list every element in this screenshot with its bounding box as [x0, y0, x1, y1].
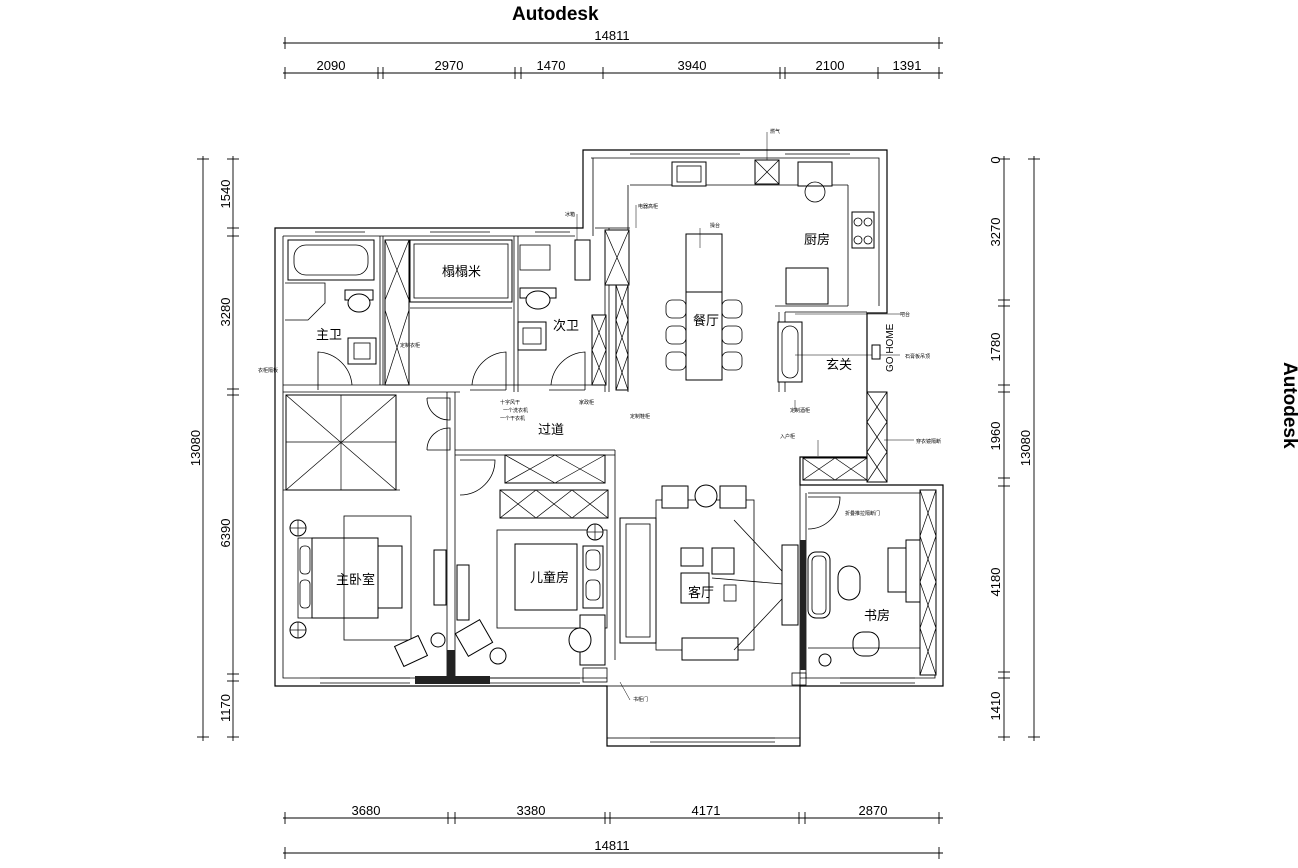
note-fridge: 冰箱: [565, 211, 575, 218]
dim-top-seg-6: 1391: [893, 58, 922, 73]
doors: [317, 351, 841, 530]
room-kitchen: 厨房: [804, 232, 830, 248]
dim-right-seg-1: 0: [988, 156, 1003, 163]
room-study: 书房: [864, 608, 890, 624]
note-wardrobe-shelf: 衣柜隔板: [258, 367, 278, 374]
note-folding-door: 折叠推拉隔断门: [845, 510, 880, 517]
note-dryer: 一个干衣机: [500, 415, 525, 422]
dim-right-seg-2: 3270: [988, 218, 1003, 247]
note-appliance-cabinet: 电器高柜: [638, 203, 658, 210]
room-dining: 餐厅: [693, 313, 719, 329]
dim-left-seg-2: 3280: [218, 298, 233, 327]
dim-left-seg-3: 6390: [218, 519, 233, 548]
dim-bottom-total: 14811: [594, 838, 629, 853]
dimension-lines: [197, 37, 1040, 859]
dim-top-seg-5: 2100: [816, 58, 845, 73]
dim-top-seg-2: 2970: [435, 58, 464, 73]
dim-top-seg-4: 3940: [678, 58, 707, 73]
dim-right-seg-5: 4180: [988, 568, 1003, 597]
room-master-bath: 主卫: [316, 328, 342, 343]
note-bar: 吧台: [900, 311, 910, 318]
entry-lamp: [871, 344, 881, 360]
note-counter: 操台: [710, 222, 720, 229]
dim-top-total: 14811: [594, 28, 629, 43]
note-washer: 一个洗衣机: [503, 407, 528, 414]
dim-left-seg-4: 1170: [218, 694, 233, 722]
room-master-bedroom: 主卧室: [336, 572, 375, 588]
note-dryer-rack: 十字风干: [500, 399, 520, 406]
dim-bottom-seg-2: 3380: [517, 803, 546, 818]
dim-bottom-seg-3: 4171: [692, 803, 721, 818]
entry-sign: GO HOME: [885, 323, 896, 372]
note-entry-cabinet: 入户柜: [780, 433, 795, 440]
dim-right-seg-3: 1780: [988, 333, 1003, 362]
dim-bottom-seg-1: 3680: [352, 803, 381, 818]
wall-columns: [415, 540, 806, 684]
note-wardrobe: 定制衣柜: [400, 342, 420, 349]
dim-left-seg-1: 1540: [218, 180, 233, 209]
note-gypsum-ceiling: 石膏板吊顶: [905, 353, 930, 360]
room-living-room: 客厅: [688, 585, 714, 601]
note-utility-cabinet: 家政柜: [579, 399, 594, 406]
cabinets: [285, 159, 937, 676]
note-wine-cabinet: 定制酒柜: [790, 407, 810, 414]
watermark-top: Autodesk: [512, 4, 599, 25]
room-corridor: 过道: [538, 423, 564, 438]
note-gas: 燃气: [770, 128, 780, 135]
note-mirror-partition: 穿衣镜隔断: [916, 438, 941, 445]
dim-top-seg-3: 1470: [537, 58, 566, 73]
dim-right-total: 13080: [1018, 430, 1033, 466]
room-kids-room: 儿童房: [530, 570, 569, 586]
dim-bottom-seg-4: 2870: [859, 803, 888, 818]
note-shoe-cabinet: 定制鞋柜: [630, 413, 650, 420]
dim-top-seg-1: 2090: [317, 58, 346, 73]
fixtures: [285, 161, 921, 668]
dim-right-seg-4: 1960: [988, 422, 1003, 451]
room-foyer: 玄关: [826, 358, 852, 373]
room-second-bath: 次卫: [553, 318, 579, 334]
dim-right-seg-6: 1410: [988, 692, 1003, 721]
room-tatami: 榻榻米: [442, 265, 481, 280]
dim-left-total: 13080: [188, 430, 203, 466]
note-gas-meter: 书柜门: [633, 696, 648, 703]
leader-lines: [576, 132, 914, 701]
